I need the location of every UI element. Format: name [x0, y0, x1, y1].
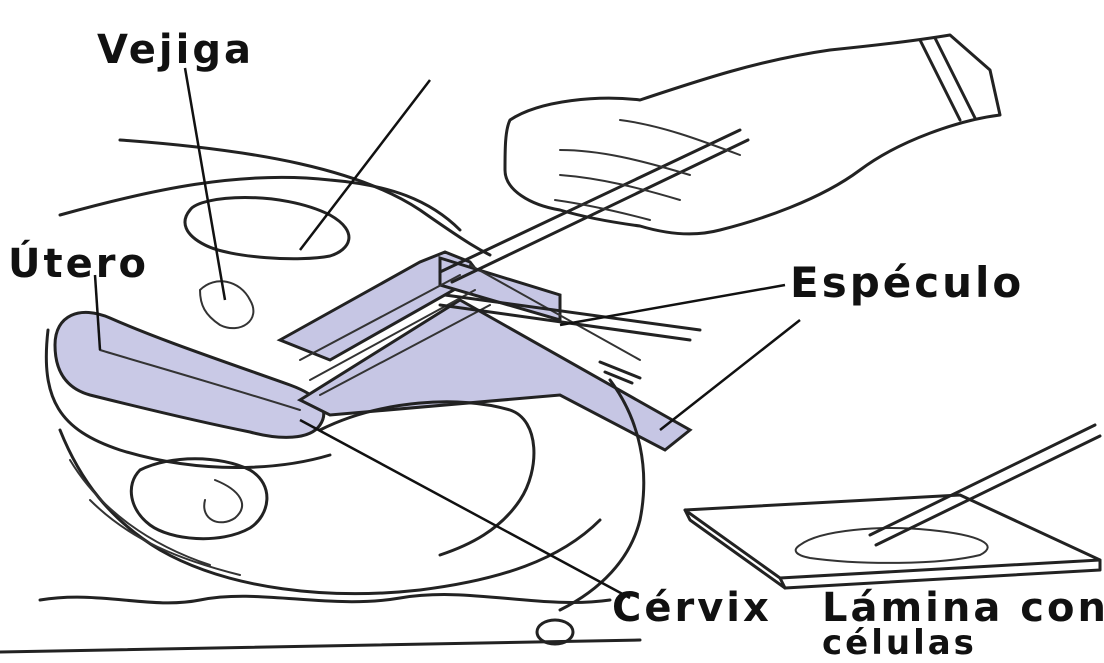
rectum	[131, 459, 267, 539]
leader-body	[300, 80, 430, 250]
label-lamina: Lámina con	[822, 588, 1104, 628]
leader-cervix	[300, 420, 630, 598]
hand-fingers	[555, 120, 740, 220]
rectum-inner	[204, 480, 242, 522]
label-cervix: Cérvix	[612, 588, 772, 628]
glass-slide	[685, 495, 1100, 588]
leader-especulo	[560, 285, 785, 325]
label-utero: Útero	[8, 244, 149, 284]
slide-brush	[870, 425, 1100, 545]
speculum-knob	[600, 362, 640, 383]
perineum	[320, 402, 534, 555]
label-celulas: células	[822, 626, 977, 660]
slide-smear	[796, 528, 988, 563]
leader-slide	[660, 320, 800, 430]
abdomen-outline	[60, 177, 460, 230]
uterus	[55, 312, 324, 437]
bladder-texture	[200, 281, 253, 328]
body-outline	[120, 140, 490, 255]
label-vejiga: Vejiga	[97, 30, 254, 70]
lower-lines	[70, 460, 240, 575]
label-especulo: Espéculo	[790, 262, 1024, 304]
